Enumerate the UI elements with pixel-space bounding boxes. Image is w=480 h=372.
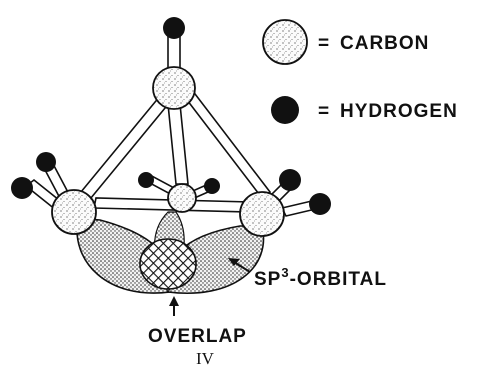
legend-carbon-swatch — [263, 20, 307, 64]
hydrogen-atom — [163, 17, 185, 39]
legend-hydrogen-equals: = — [318, 101, 330, 122]
legend-carbon-label: CARBON — [340, 33, 429, 54]
overlap-region — [140, 239, 196, 289]
hydrogen-atom — [36, 152, 56, 172]
legend-carbon-equals: = — [318, 33, 330, 54]
legend-hydrogen-swatch — [271, 96, 299, 124]
hydrogen-atom — [138, 172, 154, 188]
carbon-atom-right — [240, 192, 284, 236]
legend: = CARBON = HYDROGEN — [263, 20, 458, 124]
overlap-label: OVERLAP — [148, 326, 247, 347]
overlap-annotation: OVERLAP — [148, 296, 247, 347]
carbon-atom-center — [168, 184, 196, 212]
hydrogen-atom — [279, 169, 301, 191]
legend-hydrogen-label: HYDROGEN — [340, 101, 458, 122]
carbon-atom-left — [52, 190, 96, 234]
sp3-orbital-lobes — [77, 212, 264, 293]
hydrogen-atom — [11, 177, 33, 199]
hydrogen-atom — [204, 178, 220, 194]
carbon-atom-top — [153, 67, 195, 109]
sp3-orbital-label: SP3-ORBITAL — [254, 265, 387, 290]
figure-number: IV — [196, 349, 215, 368]
hydrogen-atom — [309, 193, 331, 215]
